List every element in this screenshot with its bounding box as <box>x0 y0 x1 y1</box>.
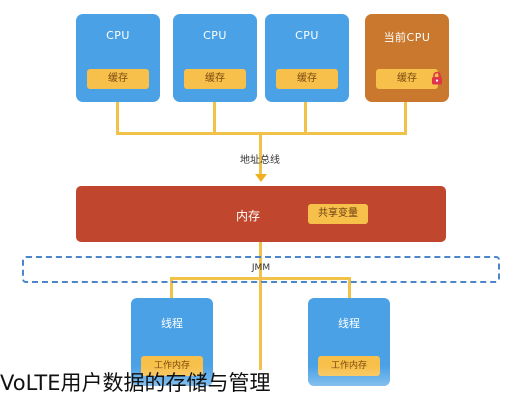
jmm-label: JMM <box>251 263 271 273</box>
arrow-down-icon <box>255 174 267 182</box>
bus-wire-cpu2 <box>213 102 216 134</box>
bus-wire-down <box>259 132 262 176</box>
bus-wire-cpu1 <box>116 102 119 134</box>
current-cpu-box: 当前CPU 缓存 <box>365 14 449 102</box>
bus-wire-cpu3 <box>304 102 307 134</box>
main-memory-box: 内存 共享变量 <box>76 186 446 242</box>
cpu-label: CPU <box>295 29 319 42</box>
cache-box: 缓存 <box>184 69 246 89</box>
cache-box: 缓存 <box>276 69 338 89</box>
cpu-label: CPU <box>106 29 130 42</box>
cache-box: 缓存 <box>87 69 149 89</box>
cpu-box-3: CPU 缓存 <box>265 14 349 102</box>
cpu-box-2: CPU 缓存 <box>173 14 257 102</box>
lock-icon <box>432 71 442 85</box>
jmm-dashed-box: JMM <box>22 256 500 283</box>
address-bus-label: 地址总线 <box>240 155 280 166</box>
memory-label: 内存 <box>236 209 261 223</box>
thread-wire-left <box>170 277 173 299</box>
caption-text: VoLTE用户数据的存储与管理 <box>0 366 521 400</box>
cpu-box-1: CPU 缓存 <box>76 14 160 102</box>
thread-label: 线程 <box>338 317 360 330</box>
cpu-label: CPU <box>203 29 227 42</box>
cache-box: 缓存 <box>376 69 438 89</box>
thread-wire-center <box>259 242 262 370</box>
thread-wire-right <box>348 277 351 299</box>
thread-label: 线程 <box>161 317 183 330</box>
bus-wire-cpu4 <box>404 102 407 134</box>
cpu-label: 当前CPU <box>383 31 431 44</box>
shared-variable-box: 共享变量 <box>308 204 368 224</box>
